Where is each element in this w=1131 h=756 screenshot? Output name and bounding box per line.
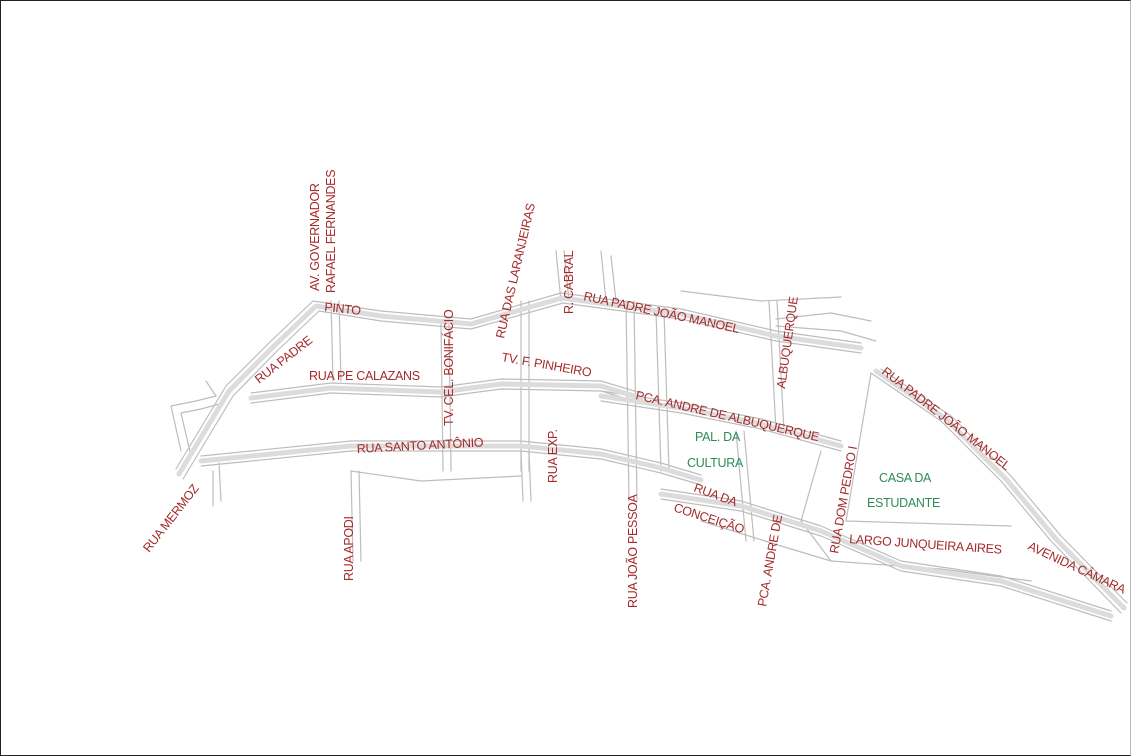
label-pal-da: PAL. DA [695, 430, 741, 444]
label-rua-pe-calazans: RUA PE CALAZANS [309, 369, 420, 383]
label-rua-das-laranjeiras: RUA DAS LARANJEIRAS [493, 202, 538, 340]
label-rua-mermoz: RUA MERMOZ [140, 481, 202, 555]
label-av-governador: AV. GOVERNADOR [308, 183, 322, 291]
label-estudante: ESTUDANTE [867, 496, 940, 510]
label-rua-padre-joao-manoel-1: RUA PADRE JOÃO MANOEL [582, 289, 741, 336]
label-tv-f-pinheiro: TV. F. PINHEIRO [500, 350, 593, 380]
label-albuquerque-vertical: ALBUQUERQUE [774, 296, 801, 390]
label-cultura: CULTURA [687, 456, 744, 470]
label-rua-padre-joao-manoel-2: RUA PADRE JOÃO MANOEL [879, 364, 1013, 473]
label-rafael-fernandes: RAFAEL FERNANDES [324, 170, 338, 293]
label-rua-apodi: RUA APODI [342, 516, 356, 581]
poi-labels: PAL. DA CULTURA CASA DA ESTUDANTE [687, 430, 940, 510]
label-tv-cel-bonifacio: TV. CEL. BONIFÁCIO [441, 309, 456, 426]
label-rua-joao-pessoa: RUA JOÃO PESSOA [626, 493, 640, 608]
label-pinto: PINTO [324, 300, 362, 318]
label-r-cabral: R. CABRAL [562, 250, 576, 314]
label-pca-andre-de: PCA. ANDRE DE [755, 514, 785, 608]
label-avenida-camara: AVENIDA CÂMARA [1026, 538, 1129, 597]
road-network [170, 250, 1128, 622]
label-rua-santo-antonio: RUA SANTO ANTÔNIO [356, 434, 484, 456]
label-casa-da: CASA DA [879, 471, 932, 485]
label-rua-exp: RUA EXP. [546, 429, 560, 483]
